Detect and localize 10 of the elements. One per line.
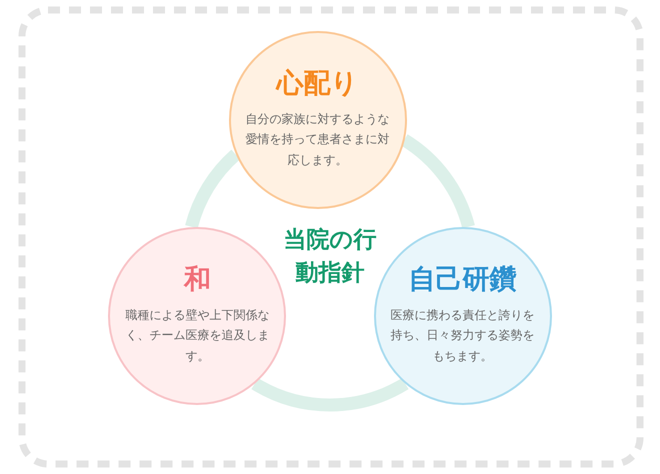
circle-description: 医療に携わる責任と誇りを持ち、日々努力する姿勢をもちます。 bbox=[390, 306, 536, 365]
ring-connector bbox=[400, 134, 475, 229]
circle-heading: 自己研鑽 bbox=[408, 265, 517, 295]
ring-connector bbox=[185, 150, 240, 229]
ring-connector bbox=[252, 378, 408, 412]
circle-description: 職種による壁や上下関係なく、チーム医療を追及します。 bbox=[124, 306, 270, 365]
circle-heading: 心配り bbox=[276, 69, 359, 99]
diagram-title: 当院の行動指針 bbox=[282, 226, 378, 288]
circle-description: 自分の家族に対するような愛情を持って患者さまに対応します。 bbox=[244, 110, 391, 169]
circle-heading: 和 bbox=[184, 265, 211, 295]
